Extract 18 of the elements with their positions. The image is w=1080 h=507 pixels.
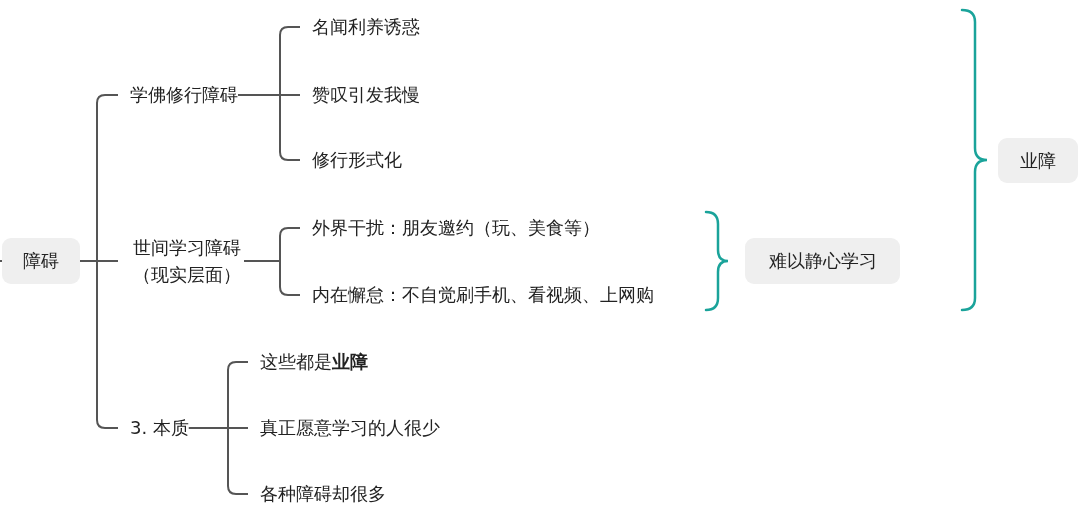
branch-label: 这些都是业障 bbox=[248, 347, 368, 377]
topic-box: 障碍 bbox=[2, 238, 80, 284]
branch-label: 名闻利养诱惑 bbox=[300, 12, 420, 42]
branch-label: 修行形式化 bbox=[300, 145, 402, 175]
branch-label: 学佛修行障碍 bbox=[118, 80, 238, 110]
connector-line bbox=[243, 260, 301, 296]
connector-line bbox=[0, 260, 3, 262]
branch-label: 赞叹引发我慢 bbox=[300, 80, 420, 110]
branch-label: 外界干扰：朋友邀约（玩、美食等） bbox=[300, 213, 600, 243]
branch-label: 真正愿意学习的人很少 bbox=[248, 413, 440, 443]
topic-box: 难以静心学习 bbox=[745, 238, 900, 284]
branch-label: 世间学习障碍（现实层面） bbox=[118, 234, 244, 288]
branch-label: 各种障碍却很多 bbox=[248, 479, 386, 507]
connector-line bbox=[187, 427, 249, 495]
topic-box: 业障 bbox=[998, 138, 1078, 183]
branch-label: 3. 本质 bbox=[118, 413, 189, 443]
branch-label: 内在懈怠：不自觉刷手机、看视频、上网购 bbox=[300, 280, 654, 310]
connector-line bbox=[237, 94, 301, 161]
